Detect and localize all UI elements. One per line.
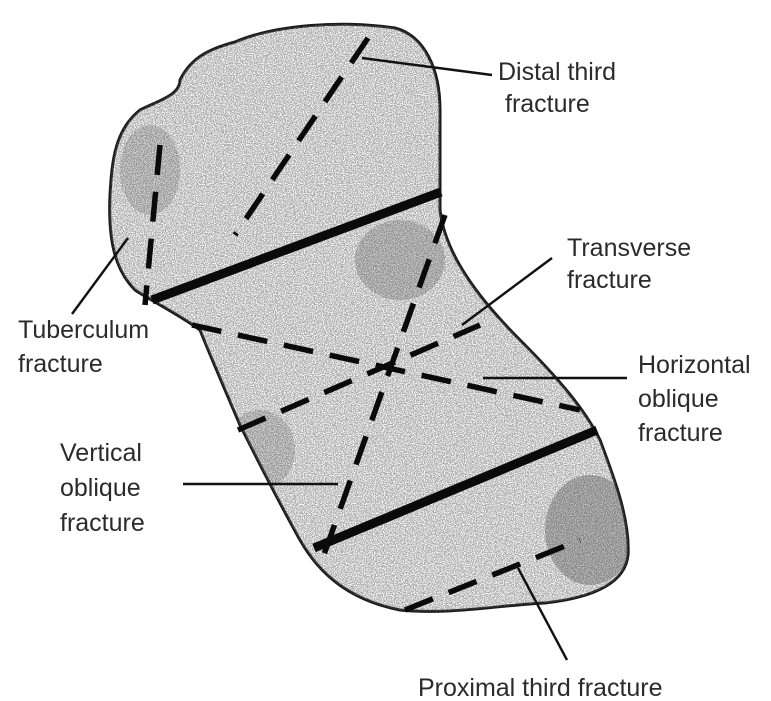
leader-tuberculum <box>72 238 128 314</box>
label-tuberculum-line-1: Tuberculum <box>18 316 149 344</box>
label-distal-line-1: Distal third <box>498 58 616 86</box>
label-vertical-line-2: oblique <box>60 474 141 502</box>
label-horizontal-line-2: oblique <box>638 385 719 413</box>
label-proximal-line-1: Proximal third fracture <box>418 674 663 701</box>
label-vertical-oblique-fracture: Vertical oblique fracture <box>60 439 149 537</box>
label-horizontal-line-1: Horizontal <box>638 351 751 379</box>
label-vertical-line-3: fracture <box>60 509 145 537</box>
label-tuberculum-fracture: Tuberculum fracture <box>18 316 156 378</box>
label-proximal-third-fracture: Proximal third fracture <box>418 674 663 701</box>
label-horizontal-line-3: fracture <box>638 419 723 447</box>
label-transverse-fracture: Transverse fracture <box>567 234 698 294</box>
label-vertical-line-1: Vertical <box>60 439 142 467</box>
label-transverse-line-1: Transverse <box>567 234 691 262</box>
label-tuberculum-line-2: fracture <box>18 350 103 378</box>
label-distal-line-2: fracture <box>505 90 590 118</box>
label-distal-third-fracture: Distal third fracture <box>498 58 623 118</box>
label-horizontal-oblique-fracture: Horizontal oblique fracture <box>638 351 758 447</box>
label-transverse-line-2: fracture <box>567 266 652 294</box>
